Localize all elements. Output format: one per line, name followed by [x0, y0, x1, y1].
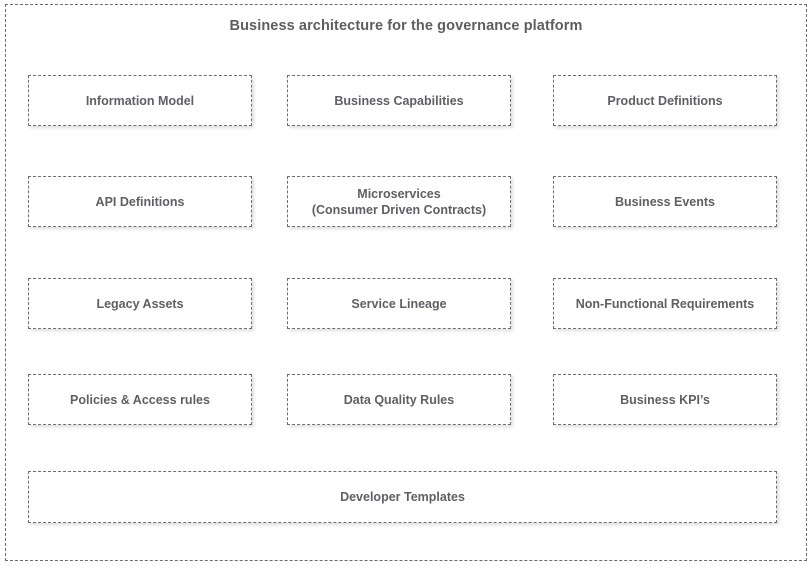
component-box-label: Service Lineage [351, 296, 447, 311]
component-box-api-definitions[interactable]: API Definitions [28, 176, 252, 227]
component-box-label: Policies & Access rules [70, 392, 210, 407]
component-box-label: Developer Templates [340, 490, 465, 504]
component-box-microservices[interactable]: Microservices (Consumer Driven Contracts… [287, 176, 511, 227]
component-box-label: Business Capabilities [334, 93, 464, 108]
component-box-label: Product Definitions [607, 93, 723, 108]
component-box-label: Microservices (Consumer Driven Contracts… [311, 186, 487, 217]
component-box-developer-templates[interactable]: Developer Templates [28, 471, 777, 523]
component-box-business-kpis[interactable]: Business KPI’s [553, 374, 777, 425]
component-box-service-lineage[interactable]: Service Lineage [287, 278, 511, 329]
component-box-data-quality-rules[interactable]: Data Quality Rules [287, 374, 511, 425]
component-box-policies-access-rules[interactable]: Policies & Access rules [28, 374, 252, 425]
component-box-product-definitions[interactable]: Product Definitions [553, 75, 777, 126]
component-box-label: Legacy Assets [96, 296, 184, 311]
diagram-outer-frame: Business architecture for the governance… [5, 4, 807, 561]
component-box-label: Business Events [614, 194, 716, 209]
component-box-business-events[interactable]: Business Events [553, 176, 777, 227]
component-box-label: API Definitions [95, 194, 185, 209]
component-box-label: Non-Functional Requirements [575, 296, 755, 311]
component-box-legacy-assets[interactable]: Legacy Assets [28, 278, 252, 329]
component-box-label: Business KPI’s [620, 392, 710, 407]
component-box-label: Data Quality Rules [343, 392, 455, 407]
component-box-information-model[interactable]: Information Model [28, 75, 252, 126]
component-box-label: Information Model [85, 93, 195, 108]
diagram-title: Business architecture for the governance… [229, 18, 583, 34]
component-box-non-functional-requirements[interactable]: Non-Functional Requirements [553, 278, 777, 329]
component-box-business-capabilities[interactable]: Business Capabilities [287, 75, 511, 126]
